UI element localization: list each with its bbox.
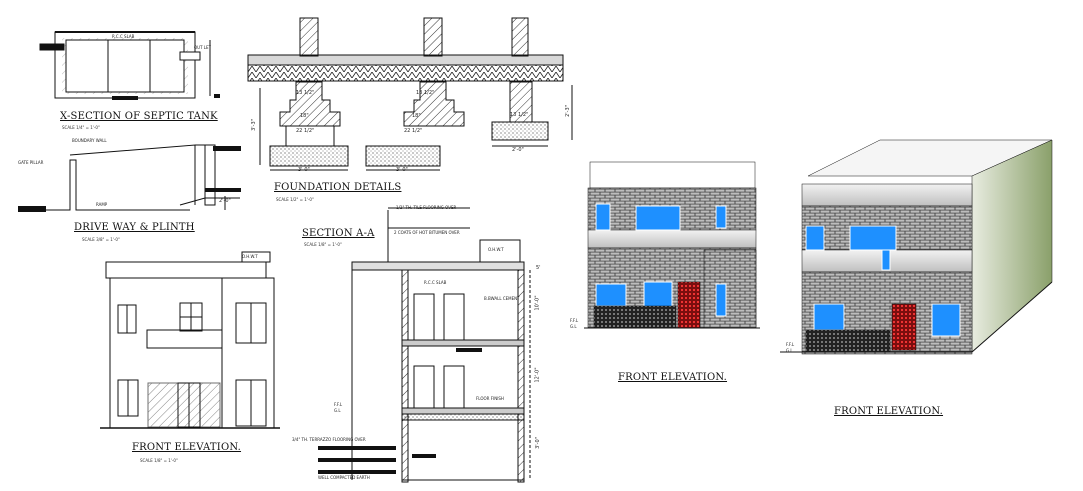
front-elevation-line xyxy=(100,251,280,429)
driveway-title: DRIVE WAY & PLINTH xyxy=(74,222,195,233)
note-boundary-wall: BOUNDARY WALL xyxy=(72,138,107,143)
dim-footing2-width: 3'-0" xyxy=(396,167,408,173)
dim-w22: 22 1/2" xyxy=(296,128,315,134)
dim-footing1-height: 3'-3" xyxy=(250,119,257,131)
driveway-scale: SCALE 3/8" = 1'-0" xyxy=(82,237,120,242)
note-compacted-earth: WELL COMPACTED EARTH xyxy=(318,475,370,480)
note-gl-front3: G.L xyxy=(786,348,793,353)
note-bwall: B.BWALL CEMENT xyxy=(484,296,520,301)
note-gate-pillar: GATE PILLAR xyxy=(18,160,44,165)
dim-w18b: 18" xyxy=(412,113,421,119)
dim-w13a: 13 1/2" xyxy=(296,90,315,96)
note-gl-section: G.L xyxy=(334,408,341,413)
note-ramp: RAMP xyxy=(96,202,108,207)
dim-footing3-width: 2'-0" xyxy=(512,147,524,153)
note-ohwt-section: O.H.W.T xyxy=(488,247,504,252)
dim-parapet: 5' xyxy=(536,265,541,271)
dim-w13c: 13 1/2" xyxy=(510,112,529,118)
septic-tank-section xyxy=(39,31,220,100)
front1-scale: SCALE 1/8" = 1'-0" xyxy=(140,458,178,463)
note-gl-front2: G.L xyxy=(570,324,577,329)
foundation-details xyxy=(247,17,573,171)
note-bitumen: 2 COATS OF HOT BITUMEN OVER xyxy=(394,230,460,235)
dim-plinth-height: 3'-0" xyxy=(534,437,541,449)
note-rcc-slab-section: R.C.C SLAB xyxy=(424,280,447,285)
dim-footing1-width: 3'-0" xyxy=(298,167,310,173)
septic-title: X-SECTION OF SEPTIC TANK xyxy=(60,111,218,122)
dim-floor1-height: 10'-0" xyxy=(534,295,541,311)
dim-w22b: 22 1/2" xyxy=(404,128,423,134)
septic-scale: SCALE 1/4" = 1'-0" xyxy=(62,125,100,130)
note-ohwt-front: O.H.W.T xyxy=(242,254,258,259)
section-scale: SCALE 1/8" = 1'-0" xyxy=(304,242,342,247)
note-ffl-section: F.F.L xyxy=(334,402,343,407)
note-ffl-front3: F.F.L xyxy=(786,342,795,347)
note-floor-finish: FLOOR FINISH xyxy=(476,396,504,401)
foundation-title: FOUNDATION DETAILS xyxy=(274,182,402,193)
front2-title: FRONT ELEVATION. xyxy=(618,372,728,383)
section-a-a xyxy=(318,207,531,483)
section-title: SECTION A-A xyxy=(302,228,375,239)
note-outlet: OUT LET xyxy=(194,45,211,50)
dim-driveway-h: 2'-0" xyxy=(219,198,231,204)
front1-title: FRONT ELEVATION. xyxy=(132,442,242,453)
front3-title: FRONT ELEVATION. xyxy=(834,406,944,417)
dim-footing3-height: 2'-3" xyxy=(564,105,571,117)
driveway-plinth-section xyxy=(18,144,241,212)
note-terrazzo: 3/4" TH. TERRAZZO FLOORING OVER xyxy=(292,437,366,442)
dim-w18: 18" xyxy=(300,113,309,119)
dim-w13b: 13 1/2" xyxy=(416,90,435,96)
dim-floor2-height: 12'-0" xyxy=(534,367,541,383)
isometric-view xyxy=(780,139,1053,355)
note-floor-tile: 1/2" TH. TILE FLOORING OVER xyxy=(396,205,457,210)
front-elevation-rendered xyxy=(584,161,760,329)
foundation-scale: SCALE 1/2" = 1'-0" xyxy=(276,197,314,202)
note-rcc-slab: R.C.C SLAB xyxy=(112,34,135,39)
note-ffl-front2: F.F.L xyxy=(570,318,579,323)
